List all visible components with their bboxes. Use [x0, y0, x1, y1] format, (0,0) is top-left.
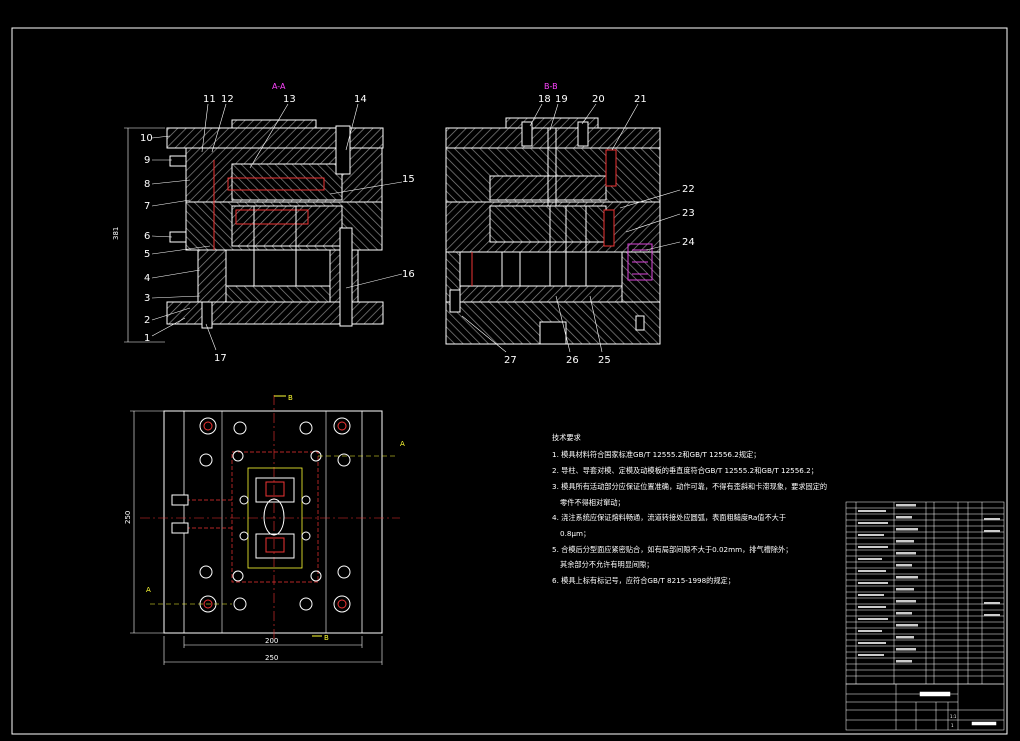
part-label-12: 12	[221, 94, 234, 105]
part-label-18: 18	[538, 94, 551, 105]
leaders-a-a	[151, 103, 403, 351]
note-line-7: 5. 合模后分型面应紧密贴合，如有局部间隙不大于0.02mm，排气槽除外；	[552, 545, 792, 554]
part-label-26: 26	[566, 355, 579, 366]
part-label-14: 14	[354, 94, 367, 105]
section-a-a-title: A-A	[272, 82, 286, 91]
note-line-1: 1. 模具材料符合国家标准GB/T 12555.2和GB/T 12556.2规定…	[552, 450, 760, 459]
part-label-21: 21	[634, 94, 647, 105]
part-label-3: 3	[144, 293, 150, 304]
section-b-b-view: B-B	[445, 82, 661, 345]
section-b-b-title: B-B	[544, 82, 558, 91]
note-line-3: 3. 模具所有活动部分应保证位置准确，动作可靠，不得有歪斜和卡滞现象，要求固定的	[552, 482, 827, 491]
part-label-19: 19	[555, 94, 568, 105]
part-label-22: 22	[682, 184, 695, 195]
cut-mark-a-left: A	[146, 586, 151, 594]
part-label-16: 16	[402, 269, 415, 280]
part-labels-a-a: 1 2 3 4 5 6 7 8 9 10 11 12 13 14 15 16 1…	[140, 94, 415, 364]
plan-view: B B A A 250 200 250	[124, 394, 405, 665]
technical-notes: 技术要求 1. 模具材料符合国家标准GB/T 12555.2和GB/T 1255…	[552, 433, 827, 585]
part-label-20: 20	[592, 94, 605, 105]
part-label-5: 5	[144, 249, 150, 260]
part-label-8: 8	[144, 179, 150, 190]
note-line-6: 0.8μm；	[560, 529, 590, 538]
leaders-b-b	[461, 103, 681, 353]
part-label-27: 27	[504, 355, 517, 366]
part-label-23: 23	[682, 208, 695, 219]
note-line-4: 零件不得相对窜动；	[560, 498, 625, 507]
title-block-scale: 1:1	[950, 714, 957, 719]
dimension-plan-inner-width: 200	[265, 637, 278, 645]
note-line-5: 4. 浇注系统应保证熔料畅通，流道转接处应圆弧，表面粗糙度Ra值不大于	[552, 513, 786, 522]
note-line-9: 6. 模具上标有标记号，应符合GB/T 8215-1998的规定；	[552, 576, 735, 585]
notes-title: 技术要求	[552, 433, 581, 442]
title-block	[845, 683, 1005, 731]
title-block-sheet: 1	[951, 723, 954, 728]
dimension-plan-height: 250	[124, 511, 132, 524]
dimension-plan-width: 250	[265, 654, 278, 662]
parts-list-table	[845, 501, 1005, 685]
cut-mark-b-bottom: B	[324, 634, 329, 642]
part-label-11: 11	[203, 94, 216, 105]
part-label-2: 2	[144, 315, 150, 326]
part-label-10: 10	[140, 133, 153, 144]
part-label-6: 6	[144, 231, 150, 242]
cut-mark-b-top: B	[288, 394, 293, 402]
part-label-4: 4	[144, 273, 150, 284]
sheet-border	[11, 27, 1008, 735]
section-a-a-view: A-A 381	[112, 82, 384, 343]
part-label-9: 9	[144, 155, 150, 166]
note-line-8: 其余部分不允许有明显间隙；	[560, 560, 653, 569]
dimension-height: 381	[112, 227, 120, 240]
part-labels-b-b: 18 19 20 21 22 23 24 25 26 27	[504, 94, 695, 366]
part-label-7: 7	[144, 201, 150, 212]
parts-list-entries	[858, 504, 1000, 663]
part-label-1: 1	[144, 333, 150, 344]
note-line-2: 2. 导柱、导套对模、定模及动模板的垂直度符合GB/T 12555.2和GB/T…	[552, 466, 818, 475]
part-label-25: 25	[598, 355, 611, 366]
part-label-13: 13	[283, 94, 296, 105]
part-label-24: 24	[682, 237, 695, 248]
part-label-17: 17	[214, 353, 227, 364]
cut-mark-a-right: A	[400, 440, 405, 448]
part-label-15: 15	[402, 174, 415, 185]
